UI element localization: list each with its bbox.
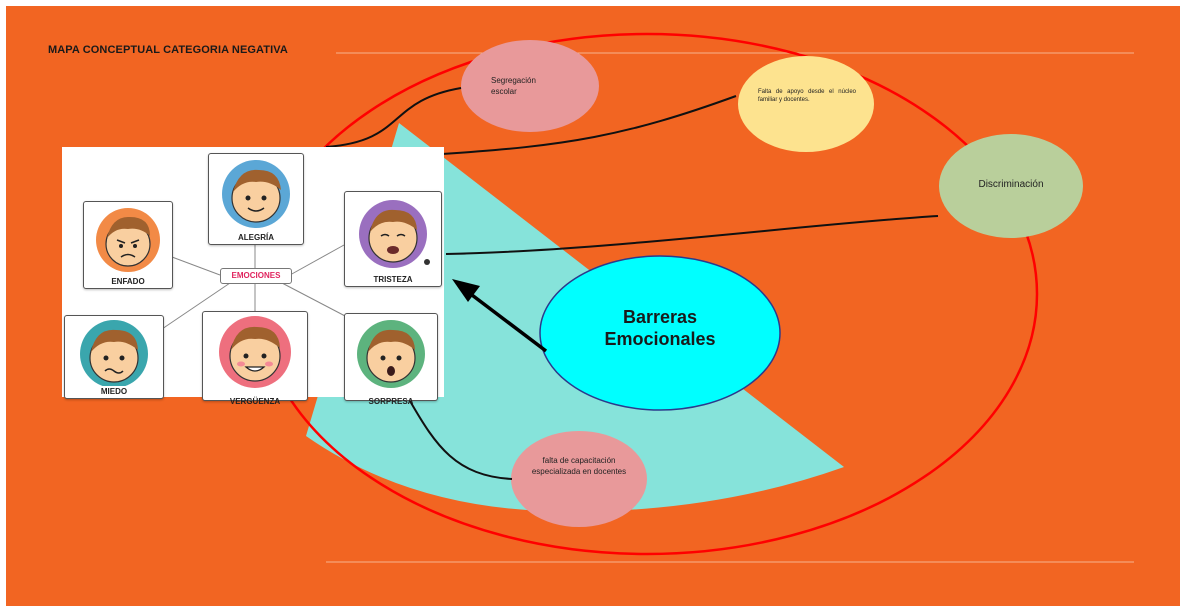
- card-verguenza: VERGÜENZA: [202, 311, 308, 406]
- miedo-label: MIEDO: [100, 387, 128, 396]
- alegria-label: ALEGRÍA: [238, 233, 274, 242]
- verguenza-face-icon: [219, 316, 291, 388]
- barreras-node: [539, 255, 781, 411]
- segregacion-text: Segregación escolar: [491, 76, 536, 96]
- arrow-shaft: [466, 290, 548, 353]
- sorpresa-face-icon: [357, 320, 425, 388]
- falta-apoyo-text: Falta de apoyo desde el núcleo familiar …: [758, 89, 856, 103]
- card-alegria: ALEGRÍA: [208, 153, 304, 245]
- verguenza-label: VERGÜENZA: [229, 397, 281, 406]
- emo-line-tristeza: [289, 244, 345, 276]
- capacitacion-bubble: [511, 431, 647, 527]
- emo-line-enfado: [171, 256, 221, 276]
- card-tristeza: TRISTEZA: [344, 191, 442, 287]
- discriminacion-text: Discriminación: [978, 179, 1044, 190]
- card-sorpresa: SORPRESA: [344, 313, 438, 406]
- barreras-label: Barreras Emocionales: [546, 306, 774, 350]
- emociones-label: EMOCIONES: [220, 268, 292, 284]
- connector-discriminacion: [445, 215, 939, 255]
- connector-falta-apoyo: [441, 95, 737, 155]
- alegria-face-icon: [222, 160, 290, 228]
- tristeza-face-icon: [359, 200, 430, 268]
- discriminacion-bubble: [939, 134, 1083, 238]
- emo-line-miedo: [161, 282, 231, 330]
- segregacion-bubble: [461, 40, 599, 132]
- arrow-head: [452, 279, 480, 302]
- card-enfado: ENFADO: [83, 201, 173, 289]
- card-miedo: MIEDO: [64, 315, 164, 399]
- capacitacion-text: falta de capacitación especializada en d…: [531, 456, 627, 476]
- barreras-label-line2: Emocionales: [604, 329, 716, 349]
- emotions-map-lines: [161, 243, 348, 330]
- connector-segregacion: [325, 87, 462, 148]
- tristeza-label: TRISTEZA: [373, 275, 413, 284]
- falta-apoyo-bubble: [738, 56, 874, 152]
- enfado-label: ENFADO: [111, 277, 145, 286]
- canvas: MAPA CONCEPTUAL CATEGORIA NEGATIVA Segre…: [6, 6, 1180, 606]
- emotions-map-image: EMOCIONES ALEGRÍA ENFADO: [62, 147, 444, 406]
- miedo-face-icon: [80, 320, 148, 388]
- page-title: MAPA CONCEPTUAL CATEGORIA NEGATIVA: [48, 44, 288, 56]
- barreras-label-line1: Barreras: [622, 307, 698, 327]
- enfado-face-icon: [96, 208, 160, 272]
- emo-line-sorpresa: [281, 282, 348, 318]
- connector-capacitacion: [409, 400, 513, 480]
- sorpresa-label: SORPRESA: [368, 397, 414, 406]
